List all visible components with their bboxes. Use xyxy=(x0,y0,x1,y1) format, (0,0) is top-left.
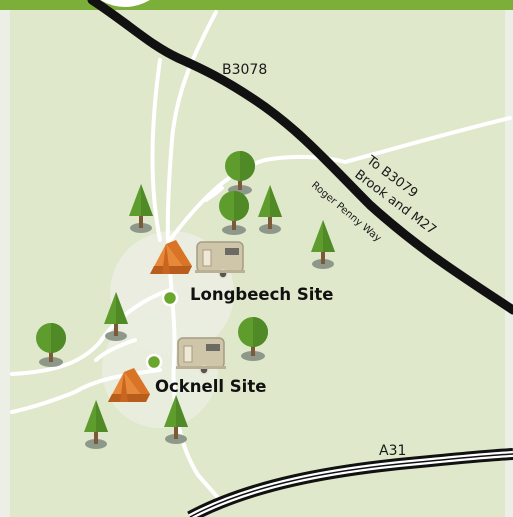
minor-road-west-north xyxy=(150,58,162,242)
header-notch xyxy=(100,0,150,7)
b3078-label: B3078 xyxy=(222,62,267,78)
a31-label: A31 xyxy=(379,443,406,459)
longbeech-site-label[interactable]: Longbeech Site xyxy=(190,285,334,304)
ocknell-site-marker[interactable] xyxy=(145,353,163,371)
a31-road xyxy=(187,448,513,517)
b3078-road xyxy=(87,0,513,315)
longbeech-site-marker[interactable] xyxy=(161,289,179,307)
minor-road-north xyxy=(165,10,218,272)
page-margin xyxy=(0,0,10,517)
minor-road-west xyxy=(10,288,172,376)
caravan-icon xyxy=(175,337,227,375)
caravan-icon xyxy=(194,241,246,279)
minor-road-loop xyxy=(94,338,137,362)
tree-icon xyxy=(36,323,66,367)
roger-penny-way xyxy=(343,116,512,164)
page-margin-right xyxy=(505,0,513,517)
ocknell-site-label[interactable]: Ocknell Site xyxy=(155,377,266,396)
header-bar xyxy=(0,0,513,10)
minor-roads xyxy=(10,10,512,502)
tree-icon xyxy=(219,191,249,235)
tree-icon xyxy=(225,151,255,195)
tree-icon xyxy=(238,317,268,361)
minor-road-spur xyxy=(204,186,224,202)
